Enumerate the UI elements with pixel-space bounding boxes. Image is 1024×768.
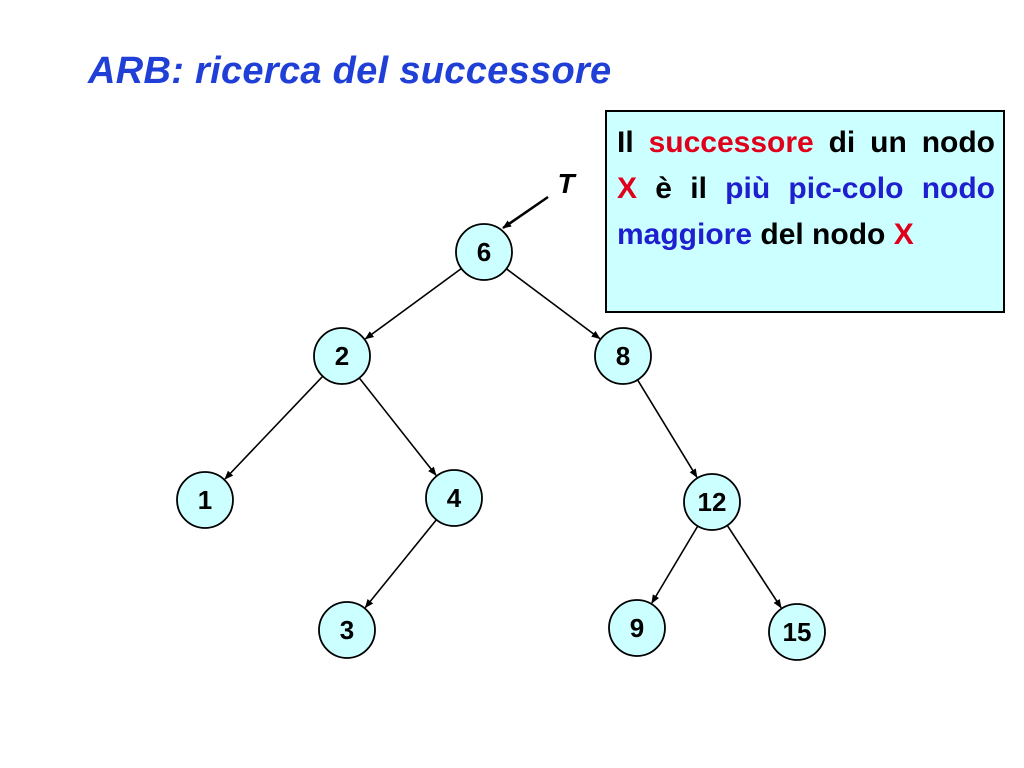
tree-node-2: 2 xyxy=(313,327,371,385)
root-pointer-label: T xyxy=(557,168,577,199)
tree-node-6: 6 xyxy=(455,223,513,281)
root-pointer: T xyxy=(502,168,577,230)
definition-node-x: X xyxy=(617,172,638,205)
definition-text: di un nodo xyxy=(813,126,995,159)
definition-text: Il xyxy=(617,126,649,159)
definition-box: Il successore di un nodo X è il più pic-… xyxy=(605,110,1005,313)
root-pointer-arrow xyxy=(502,195,549,230)
tree-node-circle xyxy=(313,327,371,385)
definition-term-successore: successore xyxy=(648,126,814,159)
tree-node-label: 12 xyxy=(698,487,727,517)
edge-n6-n2 xyxy=(364,267,462,340)
tree-node-3: 3 xyxy=(318,601,376,659)
tree-node-circle xyxy=(768,603,826,661)
tree-node-circle xyxy=(608,599,666,657)
edge-n12-n15 xyxy=(726,524,782,609)
definition-highlight-piu-piccolo: più pic-colo nodo maggiore xyxy=(617,172,995,251)
tree-node-label: 2 xyxy=(335,341,349,371)
tree-node-label: 9 xyxy=(630,613,644,643)
definition-text: è il xyxy=(637,172,726,205)
tree-node-1: 1 xyxy=(176,471,234,529)
edge-n8-n12 xyxy=(636,379,698,478)
edge-n2-n4 xyxy=(358,377,437,476)
tree-node-circle xyxy=(455,223,513,281)
tree-node-label: 3 xyxy=(340,615,354,645)
tree-node-label: 8 xyxy=(616,341,630,371)
tree-node-label: 4 xyxy=(447,483,462,513)
tree-node-circle xyxy=(425,469,483,527)
tree-node-8: 8 xyxy=(594,327,652,385)
tree-node-circle xyxy=(176,471,234,529)
edge-n12-n9 xyxy=(651,525,699,604)
edge-n4-n3 xyxy=(364,519,438,609)
tree-node-label: 15 xyxy=(783,617,812,647)
tree-node-circle xyxy=(594,327,652,385)
tree-node-circle xyxy=(683,473,741,531)
definition-text: del nodo xyxy=(752,218,894,251)
edges-layer xyxy=(224,267,782,609)
edge-n2-n1 xyxy=(224,375,324,480)
edge-n6-n8 xyxy=(505,268,601,340)
definition-node-x: X xyxy=(893,218,914,251)
tree-node-4: 4 xyxy=(425,469,483,527)
tree-node-9: 9 xyxy=(608,599,666,657)
tree-node-label: 1 xyxy=(198,485,212,515)
slide-title: ARB: ricerca del successore xyxy=(88,50,612,92)
tree-node-12: 12 xyxy=(683,473,741,531)
tree-node-15: 15 xyxy=(768,603,826,661)
tree-node-circle xyxy=(318,601,376,659)
tree-node-label: 6 xyxy=(477,237,491,267)
